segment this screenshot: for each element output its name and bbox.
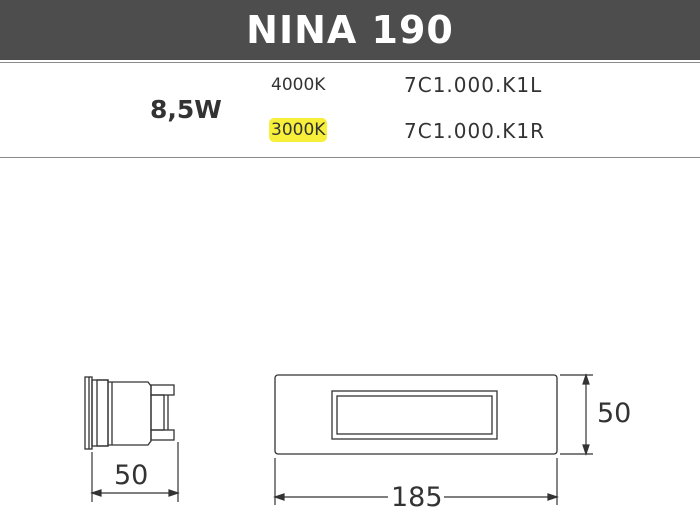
side-depth-dimension xyxy=(90,442,180,502)
front-view xyxy=(274,374,558,455)
width-label-backing xyxy=(388,480,444,508)
product-code-3000k: 7C1.000.K1R xyxy=(404,119,546,143)
product-code-4000k: 7C1.000.K1L xyxy=(404,73,543,97)
side-view xyxy=(84,376,175,450)
side-depth-label: 50 xyxy=(114,460,148,491)
front-height-label: 50 xyxy=(597,398,631,429)
front-width-label: 185 xyxy=(391,482,443,513)
power-rating: 8,5W xyxy=(150,95,222,124)
table-divider xyxy=(0,157,700,158)
color-temperature-3000k: 3000K xyxy=(269,118,328,142)
title-bar: NINA 190 xyxy=(0,0,700,60)
header-divider xyxy=(0,62,700,63)
product-title: NINA 190 xyxy=(246,8,454,52)
front-height-dimension xyxy=(560,373,593,456)
color-temperature-4000k: 4000K xyxy=(271,75,326,95)
